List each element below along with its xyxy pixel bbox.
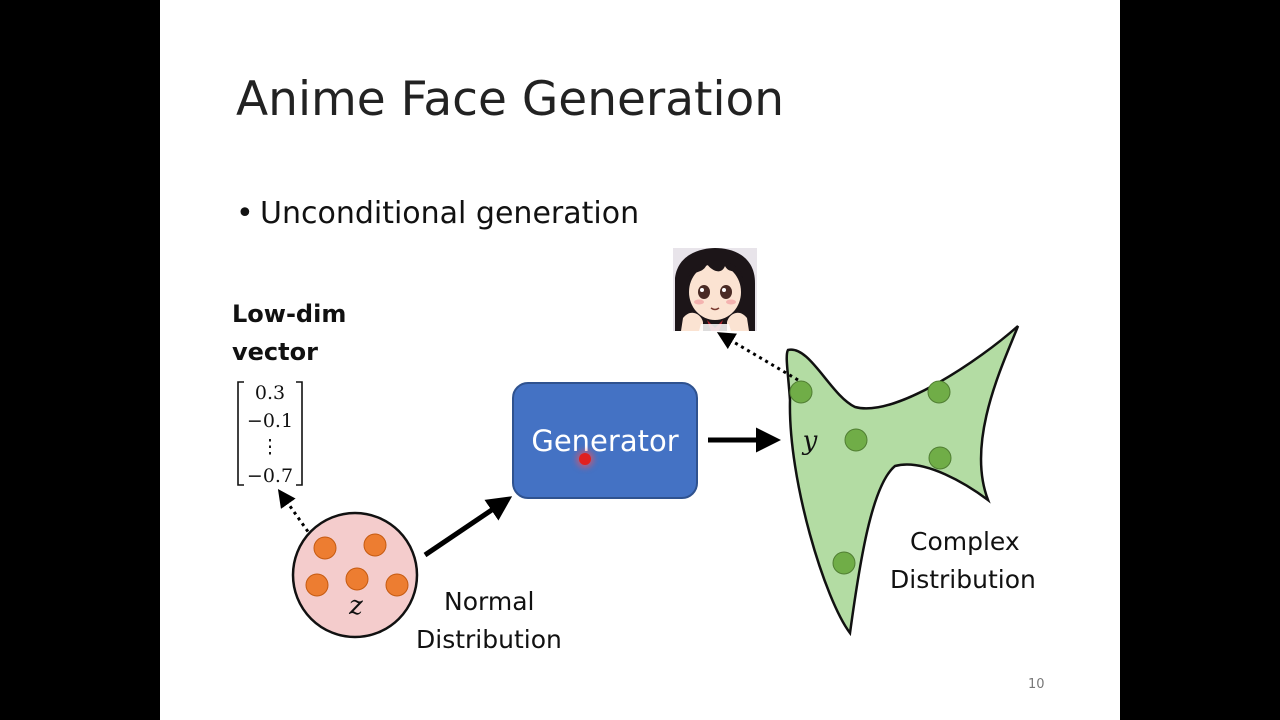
laser-pointer-icon [579,453,591,465]
z-symbol: z [348,591,363,621]
sample-to-image-arrow [716,332,799,382]
generator-label: Generator [531,423,679,458]
vector-value-3: ⋮ [261,436,280,458]
matrix-left-bracket [237,381,244,486]
vector-label-line2: vector [232,338,318,366]
diagram-canvas: 0.3 −0.1 ⋮ −0.7 z [237,325,1020,639]
normal-sample-dot [305,573,329,597]
normal-distribution: z [291,511,419,639]
generator-box: Generator [512,382,698,499]
y-symbol: y [802,426,818,456]
complex-distribution: y [785,325,1020,637]
normal-label-line1: Normal [444,587,535,616]
normal-sample-dot [385,573,409,597]
normal-label-line2: Distribution [416,625,562,654]
vector-matrix: 0.3 −0.1 ⋮ −0.7 [237,381,303,487]
complex-distribution-label: Complex Distribution [890,523,1036,599]
slide: Anime Face Generation •Unconditional gen… [160,0,1120,720]
normal-sample-dot [345,567,369,591]
complex-label-line1: Complex [910,527,1020,556]
complex-label-line2: Distribution [890,565,1036,594]
vector-value-1: 0.3 [255,382,285,404]
vector-value-4: −0.7 [247,465,293,487]
complex-sample-dot [832,551,856,575]
vector-label: Low-dim vector [232,295,346,371]
complex-sample-dot [789,380,813,404]
complex-sample-dot [844,428,868,452]
bullet-dot: • [236,196,254,231]
page-number: 10 [1028,677,1045,692]
normal-distribution-label: Normal Distribution [416,583,562,659]
slide-title: Anime Face Generation [236,72,785,127]
bullet-text: Unconditional generation [260,196,640,231]
vector-label-line1: Low-dim [232,300,347,328]
bullet-item: •Unconditional generation [236,196,639,231]
complex-sample-dot [928,446,952,470]
normal-sample-dot [363,533,387,557]
vector-value-2: −0.1 [247,410,293,432]
normal-sample-dot [313,536,337,560]
normal-to-generator-arrow [423,496,513,558]
anime-face-icon [673,248,757,331]
complex-sample-dot [927,380,951,404]
matrix-right-bracket [296,381,303,486]
